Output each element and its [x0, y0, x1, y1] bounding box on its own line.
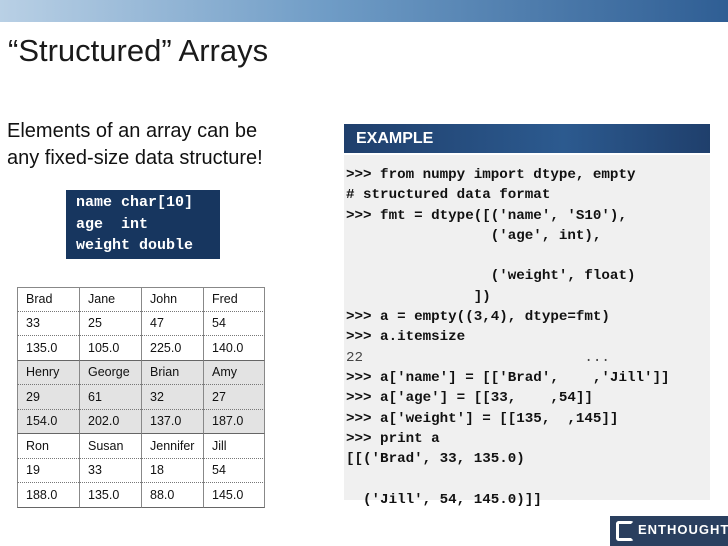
table-cell: 54	[203, 458, 265, 483]
enthought-logo-icon	[616, 521, 634, 541]
code-line: >>> a['name'] = [['Brad', ,'Jill']]	[346, 369, 670, 386]
enthought-logo: ENTHOUGHT	[610, 516, 728, 546]
table-cell: 33	[79, 458, 141, 483]
code-line: >>> a = empty((3,4), dtype=fmt)	[346, 309, 610, 326]
structure-definition-box: name char[10] age int weight double	[66, 190, 220, 259]
code-line: >>> fmt = dtype([('name', 'S10'),	[346, 207, 627, 224]
table-cell: Susan	[79, 434, 141, 459]
table-cell: 135.0	[17, 336, 79, 361]
code-line	[346, 246, 670, 266]
code-line: 22 ...	[346, 349, 610, 366]
structure-field: name char[10]	[76, 194, 194, 211]
table-cell: 187.0	[203, 409, 265, 434]
code-line: >>> from numpy import dtype, empty	[346, 167, 636, 183]
table-cell: 137.0	[141, 409, 203, 434]
intro-text: Elements of an array can be any fixed-si…	[7, 118, 263, 172]
logo-text: ENTHOUGHT	[638, 522, 728, 537]
table-cell: 19	[17, 458, 79, 483]
table-cell: 29	[17, 385, 79, 410]
code-line: [[('Brad', 33, 135.0)	[346, 451, 525, 468]
code-line: ('weight', float)	[346, 268, 636, 285]
table-cell: 88.0	[141, 483, 203, 508]
table-cell: Brad	[17, 287, 79, 312]
table-cell: 18	[141, 458, 203, 483]
table-cell: Ron	[17, 434, 79, 459]
code-block: >>> from numpy import dtype, empty # stru…	[346, 165, 670, 510]
table-cell: Fred	[203, 287, 265, 312]
table-cell: 140.0	[203, 336, 265, 361]
table-cell: 61	[79, 385, 141, 410]
code-line	[346, 469, 670, 489]
slide-title: “Structured” Arrays	[8, 33, 269, 68]
table-cell: Brian	[141, 360, 203, 385]
code-line: >>> a['age'] = [[33, ,54]]	[346, 390, 593, 407]
table-cell: 154.0	[17, 409, 79, 434]
table-cell: 47	[141, 311, 203, 336]
table-cell: 27	[203, 385, 265, 410]
table-cell: 145.0	[203, 483, 265, 508]
structure-field: age int	[76, 215, 149, 233]
header-bar	[0, 0, 728, 22]
table-cell: Jane	[79, 287, 141, 312]
table-cell: 25	[79, 311, 141, 336]
table-cell: Amy	[203, 360, 265, 385]
example-heading: EXAMPLE	[344, 124, 710, 153]
code-line: >>> a.itemsize	[346, 329, 466, 346]
code-line: # structured data format	[346, 187, 551, 204]
code-line: >>> print a	[346, 430, 440, 447]
table-cell: Jennifer	[141, 434, 203, 459]
table-cell: 54	[203, 311, 265, 336]
table-cell: 188.0	[17, 483, 79, 508]
code-line: >>> a['weight'] = [[135, ,145]]	[346, 410, 619, 427]
table-cell: Jill	[203, 434, 265, 459]
table-cell: 105.0	[79, 336, 141, 361]
code-line: ('age', int),	[346, 227, 602, 244]
example-panel	[344, 155, 710, 500]
intro-line: any fixed-size data structure!	[7, 147, 263, 169]
table-cell: 135.0	[79, 483, 141, 508]
code-line: ])	[346, 288, 491, 305]
table-cell: 202.0	[79, 409, 141, 434]
code-line: ('Jill', 54, 145.0)]]	[346, 491, 542, 508]
structure-field: weight double	[76, 237, 194, 254]
table-cell: Henry	[17, 360, 79, 385]
table-cell: John	[141, 287, 203, 312]
table-cell: George	[79, 360, 141, 385]
table-cell: 225.0	[141, 336, 203, 361]
table-cell: 33	[17, 311, 79, 336]
table-cell: 32	[141, 385, 203, 410]
intro-line: Elements of an array can be	[7, 120, 258, 142]
